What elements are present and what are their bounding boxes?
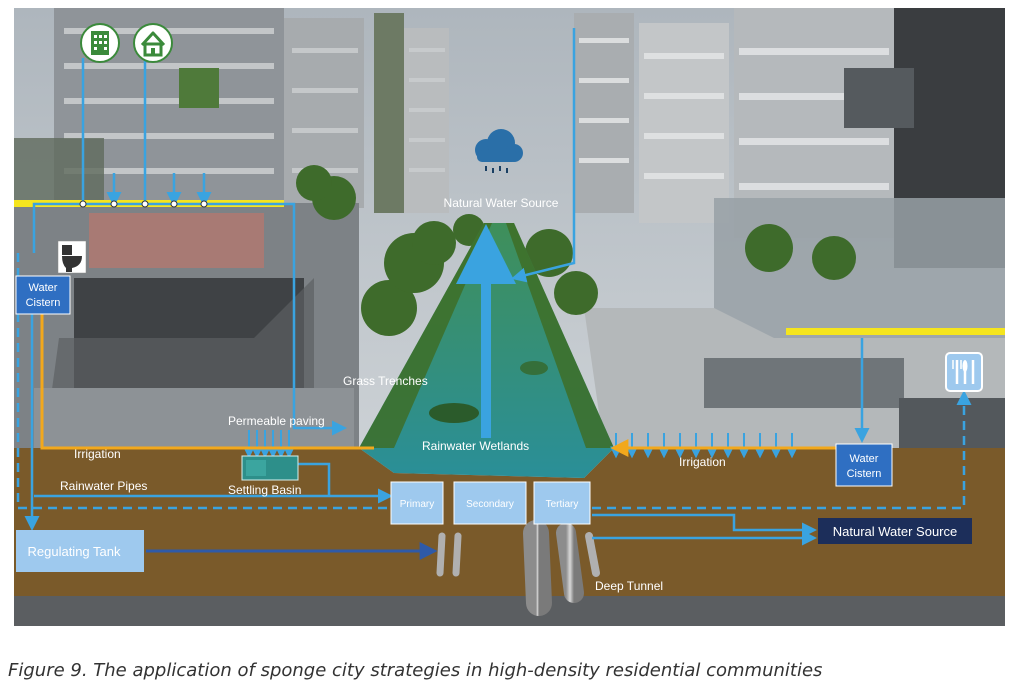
natural-water-source-box: Natural Water Source: [818, 518, 972, 544]
right-buildings: [574, 8, 1005, 338]
deep-tunnel-pipes: [436, 520, 600, 616]
grass-trenches-label: Grass Trenches: [343, 374, 428, 388]
irrigation-left-label: Irrigation: [74, 447, 121, 461]
left-plaza: [14, 203, 359, 448]
road-surface: [14, 596, 1005, 626]
permeable-paving-arrows: [243, 430, 295, 459]
water-cistern-right-line2: Cistern: [847, 468, 882, 480]
toilet-icon: [57, 240, 87, 274]
rainwater-pipes-label: Rainwater Pipes: [60, 479, 147, 493]
secondary-label: Secondary: [466, 499, 514, 510]
treated-outflow-line-1: [592, 513, 817, 538]
primary-treatment-box: Primary: [390, 481, 444, 525]
secondary-treatment-box: Secondary: [453, 481, 527, 525]
water-cistern-left-line2: Cistern: [26, 297, 61, 309]
house-icon: [133, 23, 173, 63]
right-roof-pipe: [511, 28, 576, 283]
left-buildings: [14, 8, 449, 213]
water-cistern-right: Water Cistern: [835, 443, 893, 487]
highlight-ledge-right: [786, 328, 1005, 335]
right-plaza: [584, 308, 1005, 448]
natural-water-source-bottom-label: Natural Water Source: [833, 524, 958, 539]
settling-basin-outflow: [298, 462, 331, 496]
water-cistern-right-line1: Water: [850, 453, 879, 465]
reuse-dashed-line-right: [592, 390, 972, 510]
irrigation-line-left: [40, 313, 374, 450]
settling-basin: [241, 455, 299, 481]
reuse-dashed-line-left: [16, 253, 394, 510]
sponge-city-diagram: Water Cistern Water Cistern Primary Seco…: [14, 8, 1005, 626]
deep-tunnel-label: Deep Tunnel: [595, 579, 663, 593]
water-cistern-left: Water Cistern: [15, 275, 71, 315]
office-building-icon: [80, 23, 120, 63]
irrigation-right-label: Irrigation: [679, 455, 726, 469]
tertiary-treatment-box: Tertiary: [533, 481, 591, 525]
restaurant-icon: [945, 352, 983, 392]
figure-caption: Figure 9. The application of sponge city…: [8, 660, 823, 681]
rain-cloud-icon: [475, 129, 523, 173]
primary-label: Primary: [400, 499, 434, 510]
natural-water-source-top-label: Natural Water Source: [444, 196, 559, 210]
water-cistern-left-line1: Water: [29, 282, 58, 294]
trees: [296, 165, 856, 336]
regulating-tank-label: Regulating Tank: [28, 544, 121, 559]
tertiary-label: Tertiary: [546, 499, 579, 510]
regulating-tank-box: Regulating Tank: [16, 530, 144, 572]
settling-basin-label: Settling Basin: [228, 483, 301, 497]
rainwater-wetlands-label: Rainwater Wetlands: [422, 439, 529, 453]
permeable-paving-label: Permeable paving: [228, 414, 325, 428]
